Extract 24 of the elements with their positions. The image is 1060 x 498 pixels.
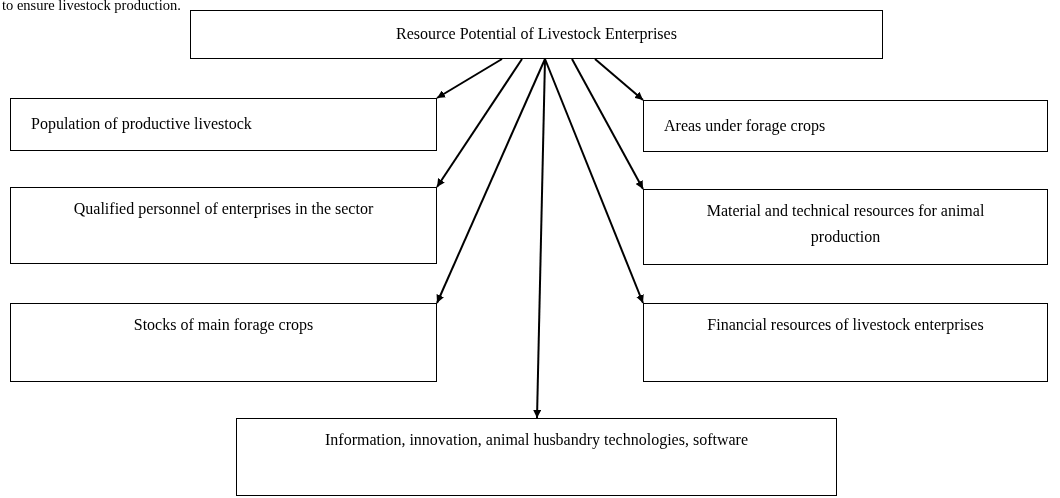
box-label: Stocks of main forage crops bbox=[133, 315, 314, 336]
box-label: Areas under forage crops bbox=[664, 116, 826, 137]
text-box bbox=[236, 418, 837, 496]
box-label: Population of productive livestock bbox=[31, 114, 252, 135]
text-box bbox=[10, 187, 437, 264]
text-box bbox=[643, 100, 1048, 152]
text-box bbox=[190, 10, 883, 59]
box-label: Resource Potential of Livestock Enterprises bbox=[396, 24, 677, 45]
box-label: Information, innovation, animal husbandry technologies, software bbox=[325, 430, 748, 451]
arrow bbox=[436, 58, 546, 304]
arrow bbox=[544, 58, 644, 304]
arrow bbox=[436, 58, 503, 99]
arrow bbox=[571, 58, 644, 190]
note-text: to ensure livestock production. bbox=[2, 0, 181, 14]
box-label: Qualified personnel of enterprises in the sector bbox=[73, 199, 374, 220]
box-label: Financial resources of livestock enterprises bbox=[707, 315, 984, 336]
text-box bbox=[10, 98, 437, 151]
text-box bbox=[643, 189, 1048, 265]
arrow bbox=[594, 58, 644, 101]
arrow bbox=[533, 58, 546, 419]
arrow bbox=[436, 58, 523, 188]
text-box bbox=[643, 303, 1048, 382]
box-label: Material and technical resources for animal production bbox=[705, 201, 986, 248]
text-box bbox=[10, 303, 437, 382]
